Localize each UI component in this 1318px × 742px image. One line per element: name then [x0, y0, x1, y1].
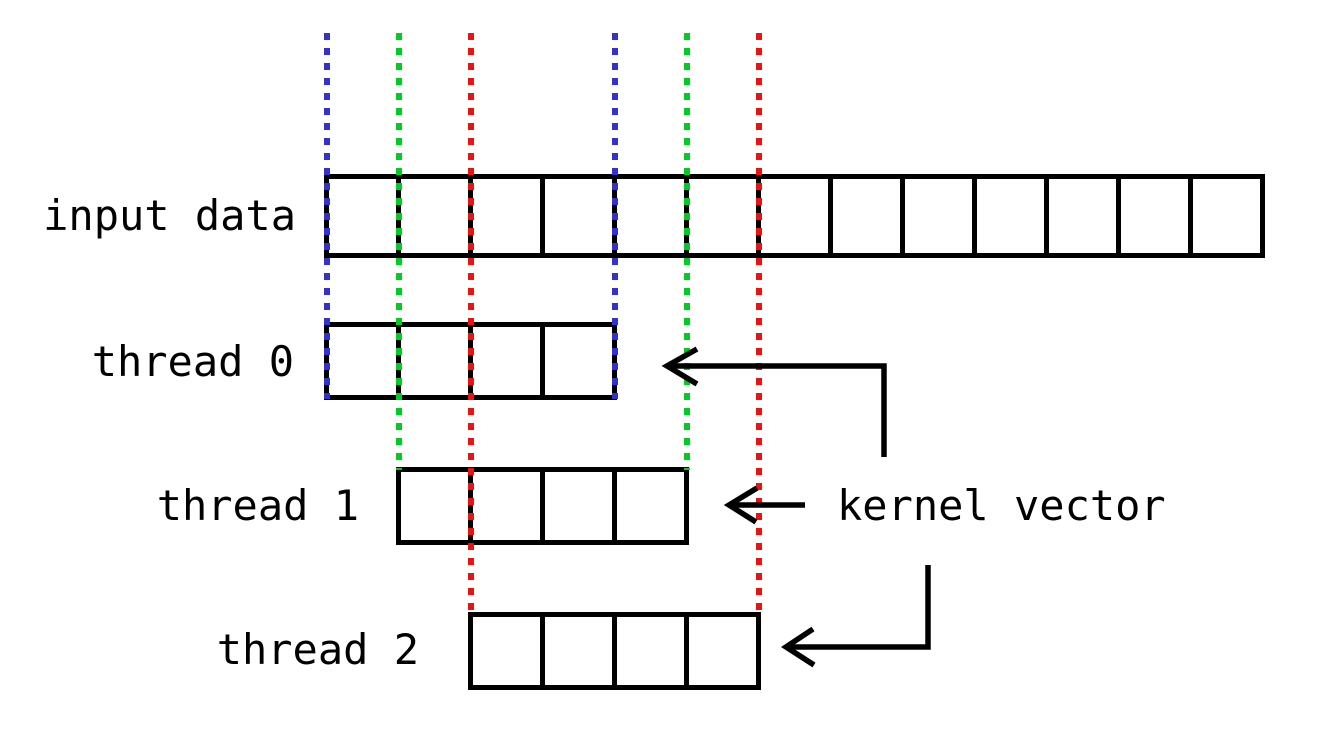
cell — [617, 179, 689, 253]
cell — [545, 617, 617, 685]
cell — [473, 472, 545, 540]
cell — [689, 617, 756, 685]
thread-1-box — [396, 467, 689, 545]
cell — [1121, 179, 1193, 253]
cell — [473, 617, 545, 685]
guide-line-red-left — [468, 33, 474, 615]
cell — [761, 179, 833, 253]
thread-2-box — [468, 612, 761, 690]
guide-line-blue-right — [612, 33, 618, 399]
cell — [689, 179, 761, 253]
cell — [401, 472, 473, 540]
cell — [545, 472, 617, 540]
cell — [617, 472, 684, 540]
thread-1-label: thread 1 — [156, 481, 359, 530]
cell — [905, 179, 977, 253]
cell — [473, 327, 545, 395]
cell — [545, 327, 612, 395]
input-data-label: input data — [43, 191, 296, 240]
cell — [329, 327, 401, 395]
cell — [1193, 179, 1260, 253]
cell — [833, 179, 905, 253]
cell — [401, 327, 473, 395]
arrow-to-thread-2-icon — [780, 565, 931, 668]
cell — [545, 179, 617, 253]
cell — [329, 179, 401, 253]
cell — [401, 179, 473, 253]
thread-2-label: thread 2 — [216, 625, 419, 674]
kernel-vector-label: kernel vector — [837, 481, 1166, 530]
cell — [1049, 179, 1121, 253]
input-data-box — [324, 174, 1265, 258]
thread-0-label: thread 0 — [91, 337, 294, 386]
cell — [473, 179, 545, 253]
guide-line-green-left — [396, 33, 402, 470]
guide-line-red-right — [756, 33, 762, 615]
guide-line-green-right — [684, 33, 690, 470]
arrow-to-thread-0-icon — [661, 346, 887, 457]
cell — [617, 617, 689, 685]
cell — [977, 179, 1049, 253]
guide-line-blue-left — [324, 33, 330, 399]
arrow-to-thread-1-icon — [723, 485, 805, 525]
